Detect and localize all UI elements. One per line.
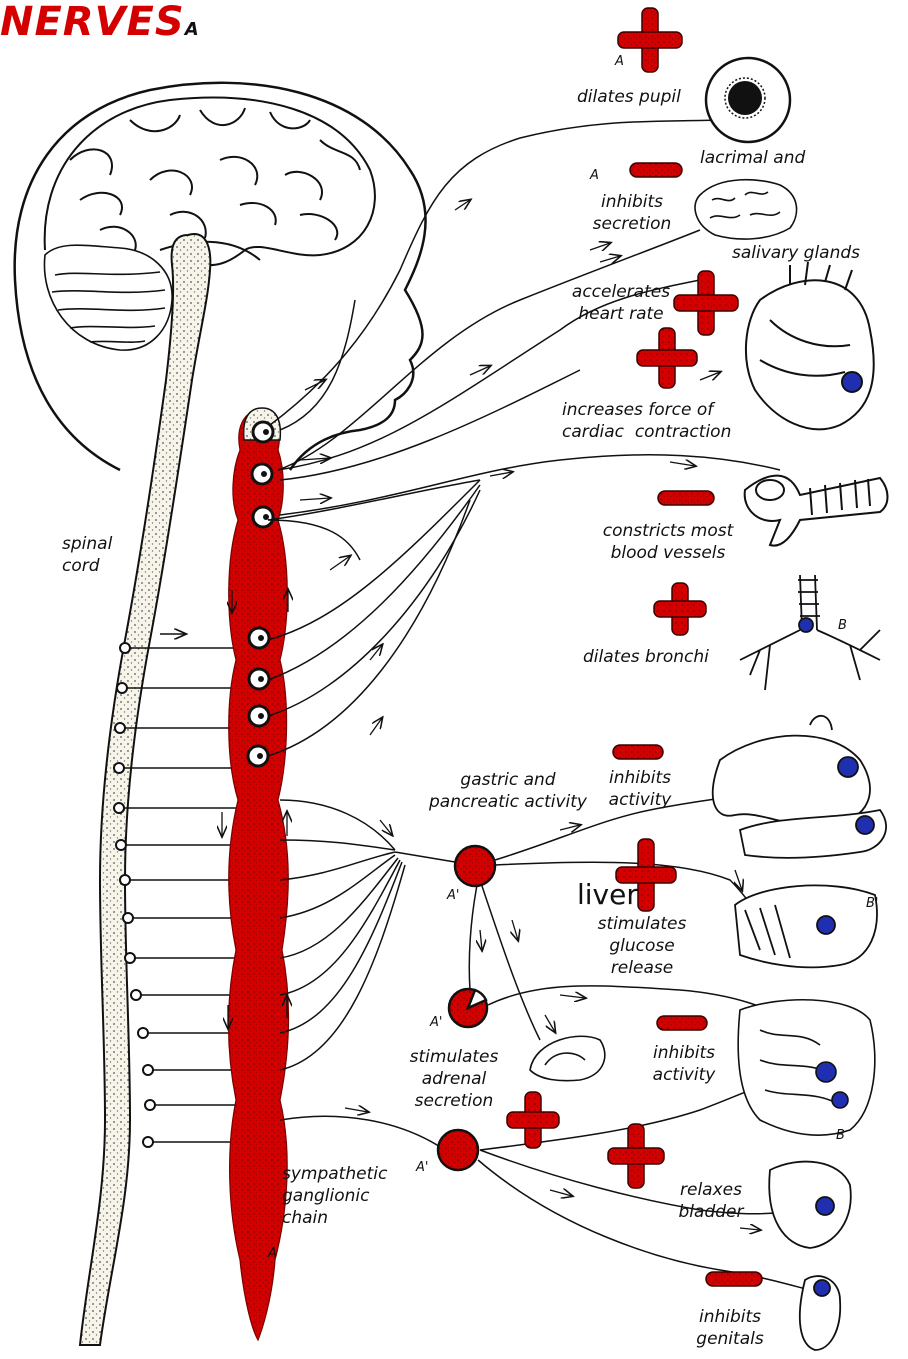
label-ganglionic-chain: sympathetic ganglionic chain — [282, 1163, 387, 1229]
stomach — [713, 716, 886, 858]
bladder — [769, 1162, 851, 1248]
label-dilates-pupil: dilates pupil — [577, 86, 681, 108]
salivary-gland — [695, 180, 797, 239]
title-text: NERVES — [0, 0, 185, 45]
label-adrenal-secretion: stimulates adrenal secretion — [402, 1046, 506, 1112]
heart — [746, 262, 874, 429]
marker-b-intestine: B — [836, 1128, 845, 1143]
label-lacrimal: lacrimal and — [700, 147, 805, 169]
marker-b-prime-liver: B' — [866, 896, 879, 911]
liver-organ — [735, 885, 877, 967]
label-cardiac-force: increases force of cardiac contraction — [562, 399, 731, 443]
label-inhibits-activity-intestine: inhibits activity — [642, 1042, 726, 1086]
label-relaxes-bladder: relaxes bladder — [664, 1179, 758, 1223]
spinal-cord — [80, 234, 210, 1345]
bronchi — [740, 575, 880, 690]
stimulate-plus-symbols — [507, 8, 738, 1188]
marker-a-eye: A — [615, 54, 624, 69]
label-spinal-cord: spinal cord — [62, 533, 112, 577]
brain — [45, 98, 375, 266]
intestines — [738, 1000, 875, 1135]
label-liver: liver — [577, 880, 638, 910]
cerebellum — [44, 245, 172, 350]
marker-a-chain: A — [268, 1246, 277, 1261]
marker-b-bronchi: B — [838, 618, 847, 633]
label-constricts-vessels: constricts most blood vessels — [588, 520, 748, 564]
label-gastric-pancreatic: gastric and pancreatic activity — [408, 769, 608, 813]
label-dilates-bronchi: dilates bronchi — [583, 646, 709, 668]
title-marker: A — [185, 19, 200, 40]
label-accelerates-heart: accelerates heart rate — [558, 281, 684, 325]
blood-vessel — [745, 476, 888, 546]
label-inhibits-activity-gastric: inhibits activity — [600, 767, 680, 811]
label-glucose-release: stimulates glucose release — [590, 913, 694, 979]
genitals — [800, 1276, 840, 1350]
sympathetic-chain — [229, 408, 289, 1340]
label-inhibits-genitals: inhibits genitals — [690, 1306, 770, 1350]
label-inhibits-secretion: inhibits secretion — [582, 191, 682, 235]
label-salivary-glands: salivary glands — [732, 242, 860, 264]
marker-a-prime-celiac: A' — [447, 888, 459, 903]
page-title: NERVESA — [0, 0, 200, 52]
cord-chain-fibers — [124, 648, 245, 1142]
eye — [706, 58, 790, 142]
marker-a-prime-lower: A' — [416, 1160, 428, 1175]
marker-a-lacrimal: A — [590, 168, 599, 183]
marker-a-prime-adrenal: A' — [430, 1015, 442, 1030]
inhibit-minus-symbols — [613, 163, 762, 1286]
adrenal-kidney — [530, 1036, 605, 1080]
